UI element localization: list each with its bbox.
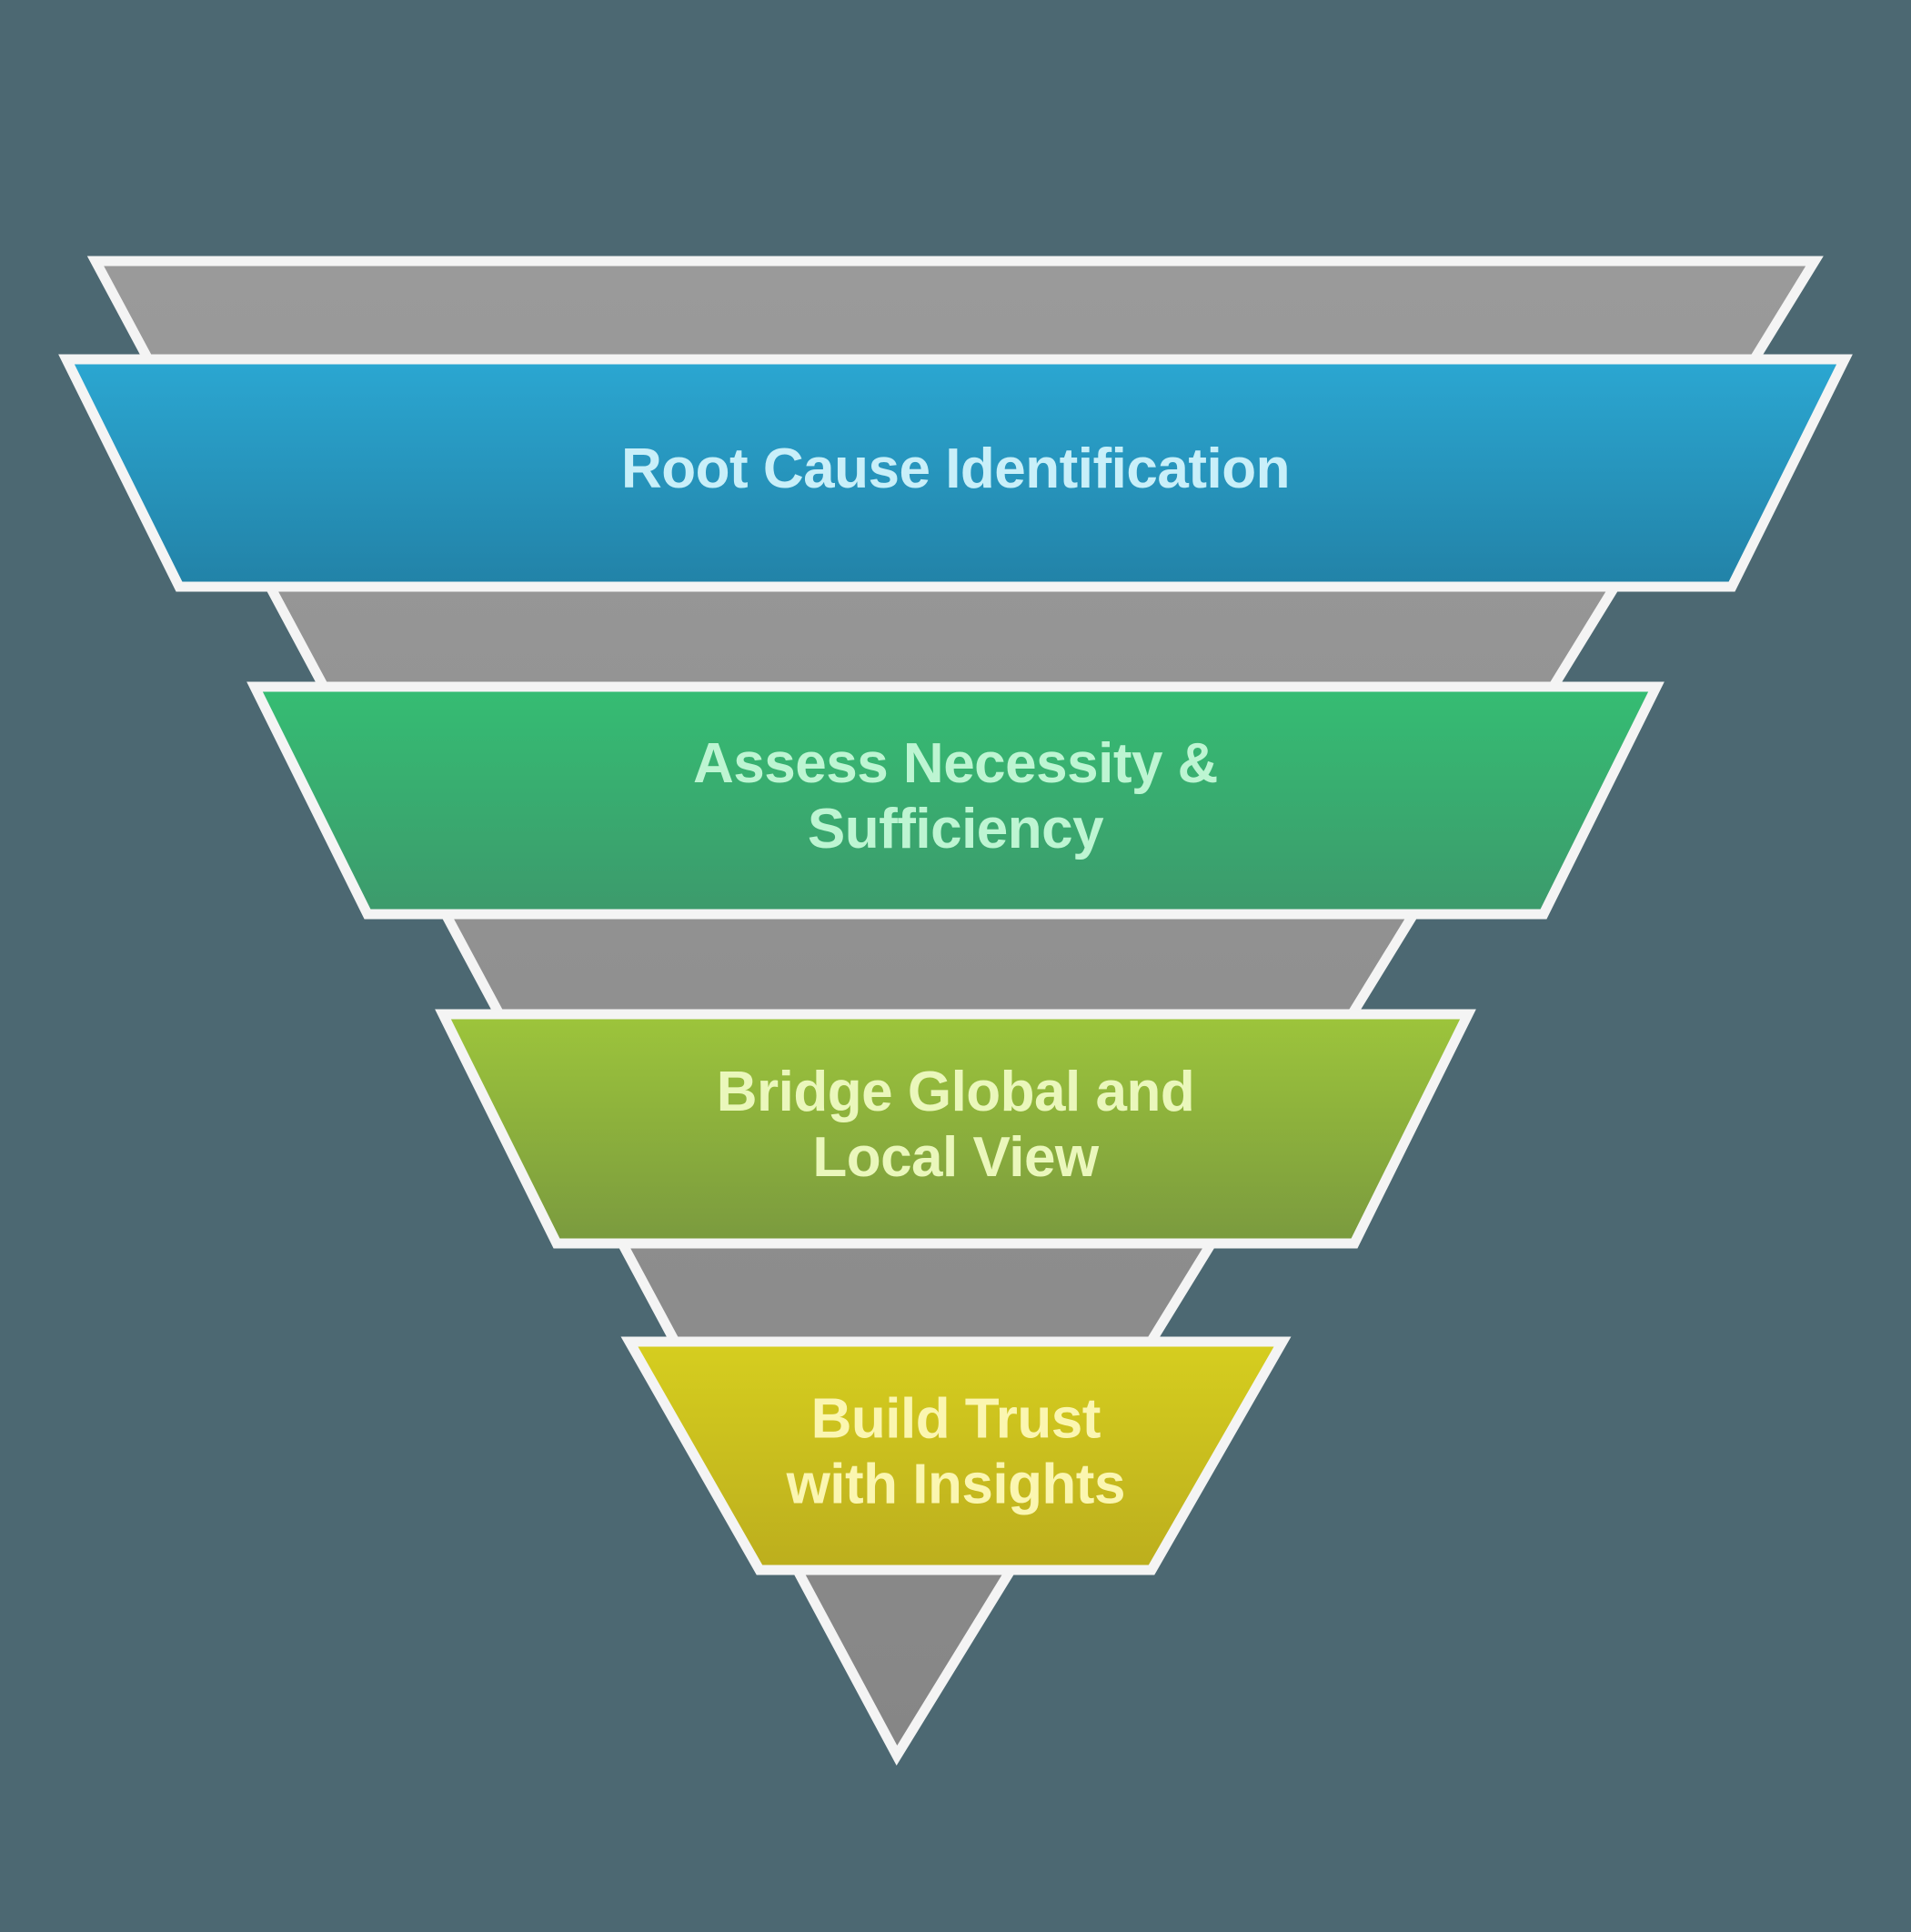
shadow-funnel [86, 256, 1824, 1766]
funnel-stage-label-assess-necessity-sufficiency: Assess Necessity &Sufficiency [693, 732, 1218, 860]
label-line: Root Cause Identification [621, 438, 1290, 500]
stage-shape-group [58, 354, 1853, 1575]
funnel-stage-assess-necessity-sufficiency[interactable] [246, 681, 1665, 920]
label-line: Bridge Global and [717, 1061, 1194, 1123]
funnel-stage-root-cause-identification[interactable] [58, 354, 1853, 592]
label-line: Local View [812, 1126, 1100, 1189]
funnel-stage-build-trust-with-insights[interactable] [620, 1336, 1292, 1575]
funnel-stage-bridge-global-and-local-view[interactable] [435, 1009, 1476, 1249]
label-line: Sufficiency [808, 798, 1104, 860]
label-line: with Insights [786, 1454, 1125, 1516]
label-line: Assess Necessity & [693, 732, 1218, 795]
funnel-stage-label-root-cause-identification: Root Cause Identification [621, 438, 1290, 500]
label-line: Build Trust [811, 1388, 1101, 1451]
